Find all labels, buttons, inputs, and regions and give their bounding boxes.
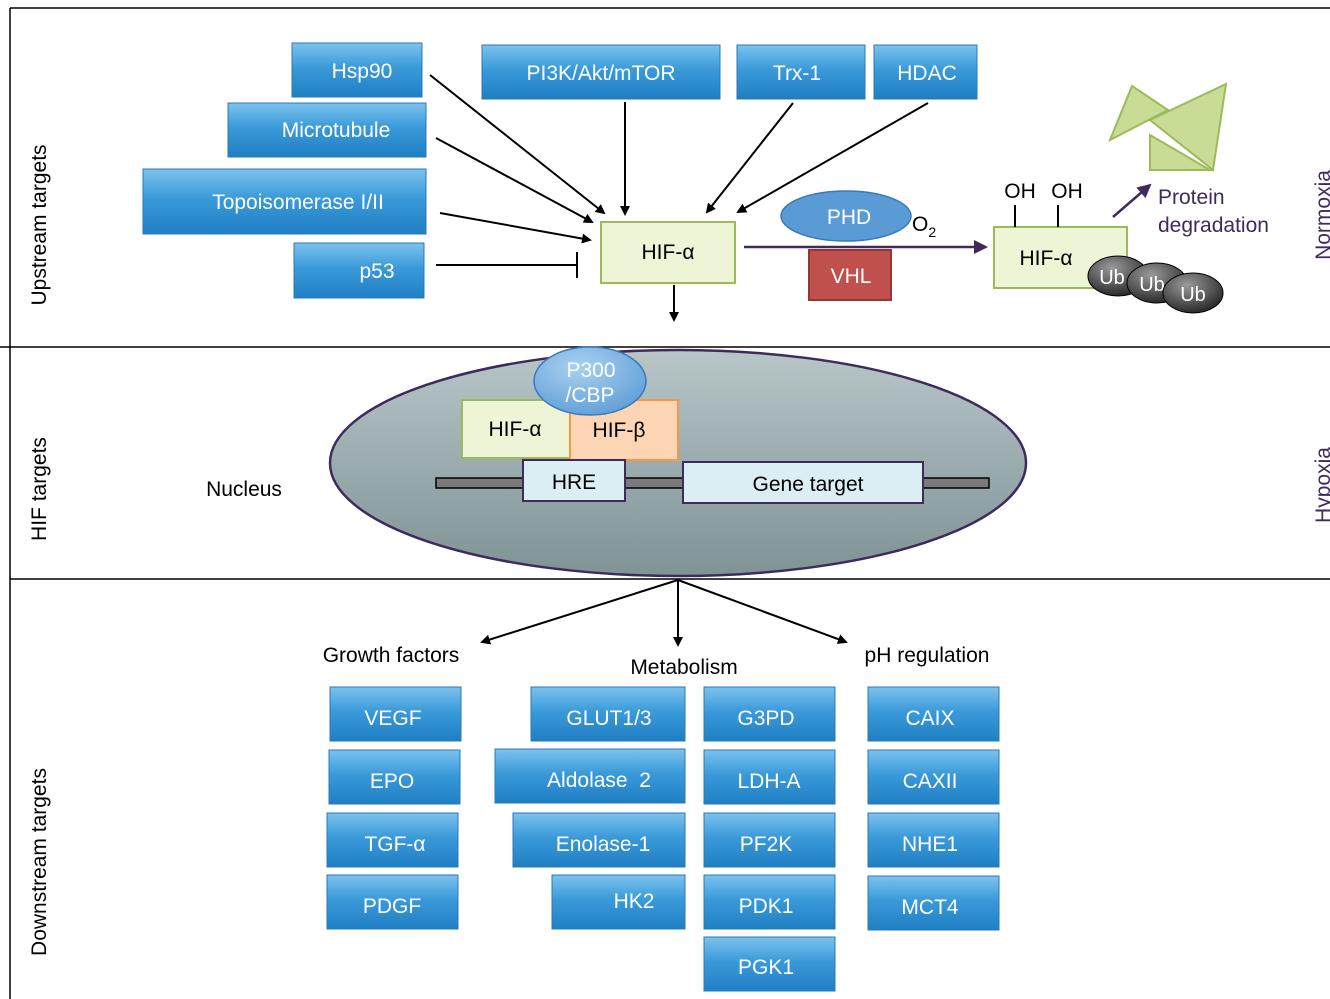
met-label: LDH-A [737, 770, 800, 793]
ph-item: NHE1 [867, 812, 1000, 868]
label-hre: HRE [552, 471, 596, 494]
gf-label: TGF-α [364, 833, 425, 856]
label-cbp: /CBP [565, 384, 614, 407]
label-hif-alpha-nuclear: HIF-α [489, 418, 542, 441]
label-ub-2: Ub [1139, 274, 1165, 296]
box-trx1: Trx-1 [736, 44, 866, 100]
label-protein: Protein [1158, 186, 1225, 209]
gf-item: PDGF [326, 874, 459, 930]
upstream-targets: Hsp90 Microtubule Topoisomerase I/II p53… [142, 42, 978, 299]
gf-item: TGF-α [326, 812, 459, 868]
hif-alpha-main: HIF-α [600, 221, 736, 284]
met-label: Enolase-1 [556, 833, 651, 856]
label-phd: PHD [827, 206, 871, 229]
label-oh-2: OH [1051, 180, 1083, 203]
met-item: HK2 [551, 874, 686, 930]
met-item: GLUT1/3 [530, 686, 686, 742]
label-hif-alpha-main: HIF-α [642, 241, 695, 264]
met-item: Enolase-1 [512, 812, 686, 868]
vhl-box: VHL [808, 249, 892, 301]
metabolism-list-1: GLUT1/3 Aldolase 2 Enolase-1 HK2 [494, 686, 686, 930]
gf-item: EPO [328, 749, 461, 805]
label-ub-3: Ub [1180, 284, 1206, 306]
label-p53: p53 [359, 260, 394, 283]
section-frame [0, 7, 1330, 999]
met-label: GLUT1/3 [566, 707, 651, 730]
box-microtubule: Microtubule [227, 102, 427, 158]
ph-label: MCT4 [901, 896, 958, 919]
label-gene-target: Gene target [753, 473, 864, 496]
section-label-downstream: Downstream targets [28, 768, 51, 956]
gf-item: VEGF [329, 686, 462, 742]
title-metabolism: Metabolism [630, 656, 737, 679]
upstream-arrows [429, 74, 929, 322]
met-item: G3PD [703, 686, 836, 742]
ph-item: CAIX [867, 686, 1000, 742]
label-nucleus: Nucleus [206, 478, 282, 501]
met-label: G3PD [737, 707, 794, 730]
ph-label: CAXII [903, 770, 958, 793]
hif-alpha-nuclear: HIF-α [461, 399, 571, 459]
ph-label: CAIX [905, 707, 954, 730]
label-oh-1: OH [1004, 180, 1036, 203]
phd-oval: PHD [780, 190, 912, 242]
condition-hypoxia: Hypoxia [1312, 447, 1330, 523]
label-microtubule: Microtubule [282, 119, 391, 142]
label-ub-1: Ub [1099, 267, 1125, 289]
met-item: LDH-A [703, 749, 836, 805]
downstream-arrows [480, 579, 848, 647]
condition-normoxia: Normoxia [1312, 170, 1330, 260]
growth-factor-list: VEGF EPO TGF-α PDGF [326, 686, 462, 930]
title-ph-regulation: pH regulation [865, 644, 990, 667]
label-degradation: degradation [1158, 214, 1269, 237]
section-label-upstream: Upstream targets [28, 144, 51, 305]
ph-regulation-list: CAIX CAXII NHE1 MCT4 [867, 686, 1000, 931]
label-o2: O2 [912, 213, 936, 240]
label-p300: P300 [566, 359, 615, 382]
protein-fragments-icon [1108, 82, 1228, 172]
met-item: PDK1 [703, 874, 836, 930]
gf-label: EPO [370, 770, 414, 793]
box-topoisomerase: Topoisomerase I/II [142, 168, 427, 235]
label-hif-beta: HIF-β [593, 419, 646, 442]
title-growth-factors: Growth factors [323, 644, 460, 667]
label-hsp90: Hsp90 [332, 60, 393, 83]
met-label: PF2K [740, 833, 793, 856]
box-p53: p53 [293, 242, 425, 299]
met-label: PDK1 [739, 895, 794, 918]
met-label: HK2 [614, 890, 655, 913]
met-label: Aldolase 2 [547, 769, 651, 792]
ph-label: NHE1 [902, 833, 958, 856]
gf-label: VEGF [364, 707, 421, 730]
met-item: PGK1 [703, 936, 836, 992]
label-trx1: Trx-1 [773, 62, 821, 85]
p300-cbp: P300 /CBP [533, 346, 647, 416]
ph-item: CAXII [867, 749, 1000, 805]
met-item: Aldolase 2 [494, 748, 686, 804]
ubiquitin-chain: Ub Ub Ub [1087, 255, 1224, 314]
met-item: PF2K [703, 812, 836, 868]
metabolism-list-2: G3PD LDH-A PF2K PDK1 PGK1 [703, 686, 836, 992]
label-hif-alpha-ub: HIF-α [1020, 247, 1073, 270]
box-hdac: HDAC [873, 44, 978, 100]
hre-box: HRE [522, 459, 626, 502]
label-hdac: HDAC [897, 62, 957, 85]
gf-label: PDGF [363, 895, 421, 918]
met-label: PGK1 [738, 956, 794, 979]
gene-target-box: Gene target [682, 461, 924, 504]
label-pi3k: PI3K/Akt/mTOR [527, 62, 676, 85]
ph-item: MCT4 [867, 875, 1000, 931]
label-vhl: VHL [831, 265, 872, 288]
degradation-arrow [1112, 183, 1152, 218]
label-topoisomerase: Topoisomerase I/II [212, 191, 384, 214]
box-hsp90: Hsp90 [291, 42, 423, 98]
section-label-hif: HIF targets [28, 437, 51, 541]
box-pi3k: PI3K/Akt/mTOR [481, 44, 721, 100]
